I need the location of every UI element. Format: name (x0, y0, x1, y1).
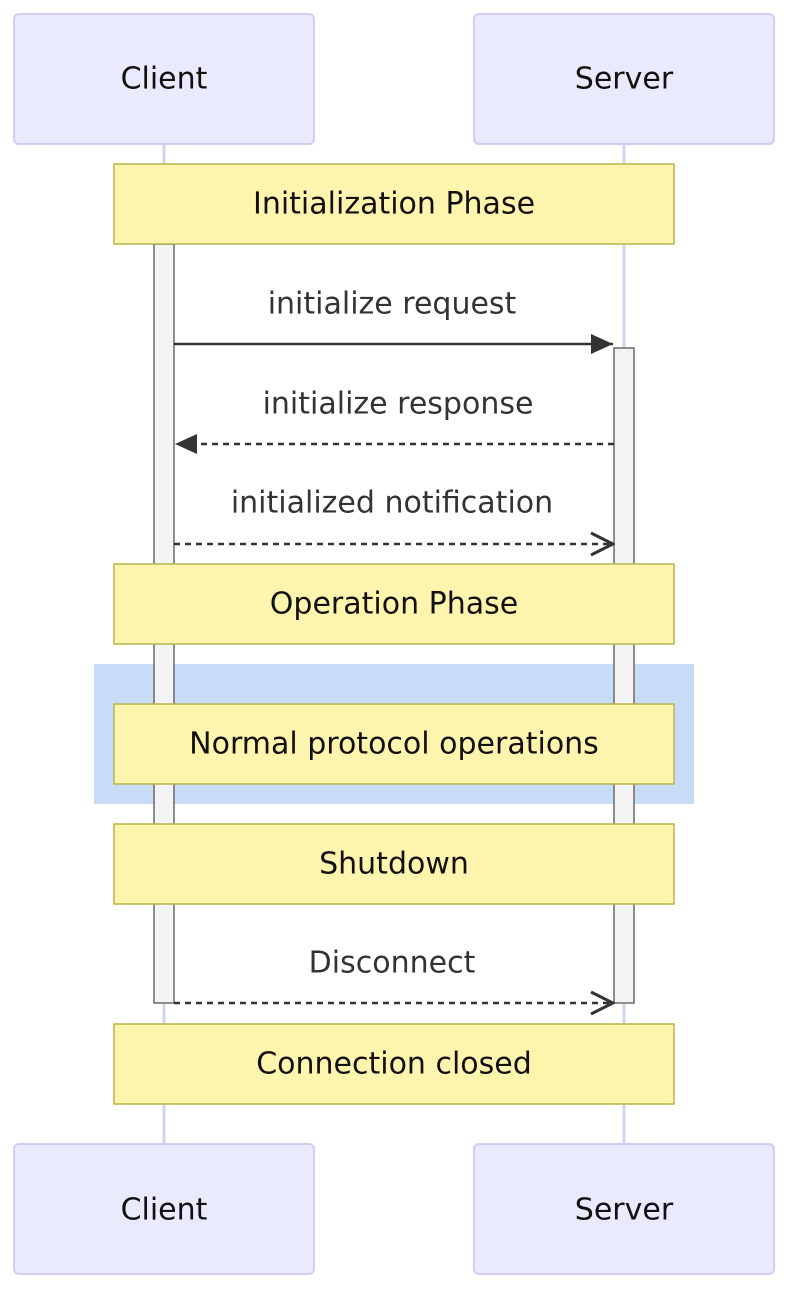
note-connection-closed-text: Connection closed (256, 1047, 532, 1082)
note-operation-phase: Operation Phase (113, 563, 675, 645)
message-disconnect: Disconnect (174, 946, 613, 1004)
client-actor-bottom: Client (13, 1143, 315, 1275)
message-initialize-response-label: initialize response (263, 387, 534, 422)
message-disconnect-label: Disconnect (309, 946, 476, 981)
note-initialization-phase: Initialization Phase (113, 163, 675, 245)
note-normal-operations-text: Normal protocol operations (189, 727, 599, 762)
message-initialized-notification-label: initialized notification (231, 486, 553, 521)
message-initialized-notification: initialized notification (174, 486, 613, 545)
message-initialize-request: initialize request (174, 287, 613, 354)
client-label-bottom: Client (121, 1193, 208, 1228)
client-actor-top: Client (13, 13, 315, 145)
server-label-top: Server (575, 62, 674, 97)
client-label-top: Client (121, 62, 208, 97)
note-shutdown-text: Shutdown (319, 847, 469, 882)
server-actor-top: Server (473, 13, 775, 145)
note-connection-closed: Connection closed (113, 1023, 675, 1105)
note-operation-phase-text: Operation Phase (270, 587, 518, 622)
note-initialization-phase-text: Initialization Phase (253, 187, 535, 222)
message-initialize-request-label: initialize request (268, 287, 517, 322)
note-shutdown: Shutdown (113, 823, 675, 905)
note-normal-operations: Normal protocol operations (113, 703, 675, 785)
server-label-bottom: Server (575, 1193, 674, 1228)
server-actor-bottom: Server (473, 1143, 775, 1275)
message-initialize-response: initialize response (175, 387, 614, 454)
